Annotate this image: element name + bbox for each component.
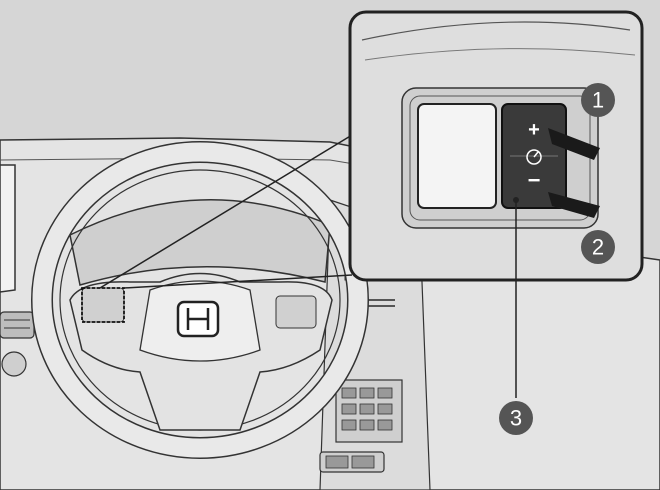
press-arrow-icon — [548, 192, 600, 218]
logo-emblem — [176, 300, 220, 338]
callout-3: 3 — [499, 401, 533, 435]
switch-location-highlight — [81, 287, 125, 323]
minus-button-label: − — [528, 168, 541, 193]
callout-2-label: 2 — [592, 235, 604, 260]
inset-view: + − — [348, 10, 644, 282]
speed-rocker-switch: + − — [501, 103, 567, 209]
steering-wheel — [31, 141, 369, 459]
instrument-cluster — [69, 199, 331, 286]
zoom-lines — [99, 134, 353, 289]
press-arrow-icon — [548, 128, 600, 160]
left-panel-button — [417, 103, 497, 209]
callout-2: 2 — [581, 230, 615, 264]
callout-1: 1 — [581, 83, 615, 117]
callout-3-label: 3 — [510, 406, 522, 431]
speedometer-icon — [526, 149, 542, 165]
plus-button-label: + — [528, 119, 540, 141]
callout-1-label: 1 — [592, 88, 604, 113]
